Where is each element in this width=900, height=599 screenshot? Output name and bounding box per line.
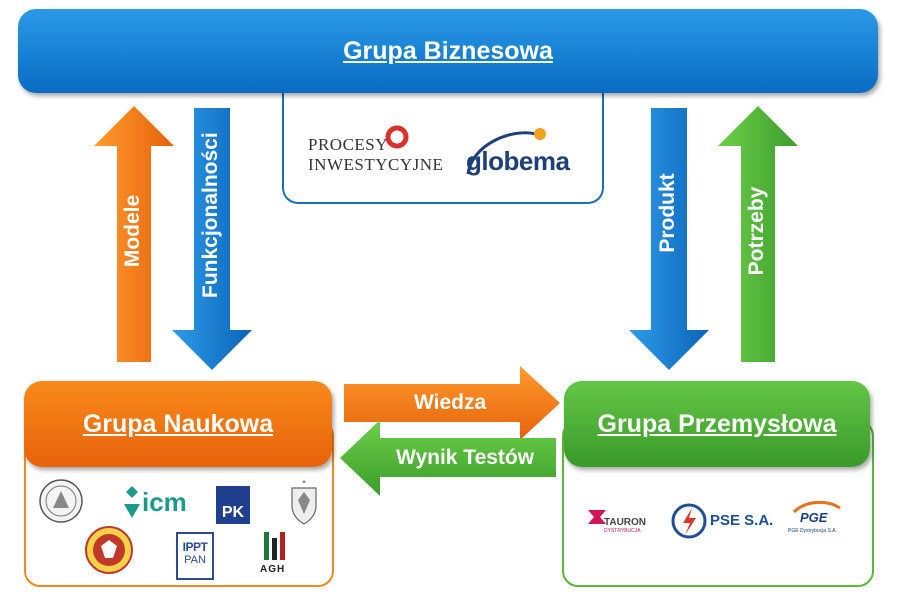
pge-logo: PGE (800, 510, 828, 525)
industry-group-header: Grupa Przemysłowa (564, 381, 870, 467)
military-emblem-icon (85, 526, 133, 574)
university-seal-icon (39, 479, 83, 523)
pk-logo: PK (216, 486, 250, 524)
functionalities-arrow (172, 108, 252, 370)
pge-sub-text: PGE Dystrybucja S.A. (788, 528, 837, 534)
test-results-arrow (340, 420, 556, 496)
test-results-label: Wynik Testów (396, 446, 535, 469)
pse-emblem-icon (671, 503, 707, 539)
ippt-pan-logo: IPPT PAN (176, 532, 214, 580)
pk-logo-text: PK (221, 504, 245, 521)
knowledge-label: Wiedza (414, 391, 487, 414)
procesy-line1: PROCESY (308, 135, 389, 154)
globema-swoosh-icon (466, 128, 546, 175)
agh-logo: AGH (260, 564, 286, 575)
procesy-inwestycyjne-logo: PROCESY INWESTYCYJNE (308, 135, 443, 175)
pge-swoosh-icon (792, 501, 841, 514)
models-arrow (94, 106, 174, 362)
pse-logo: PSE S.A. (710, 512, 774, 529)
icm-logo: icm (142, 487, 187, 517)
needs-arrow (718, 106, 798, 362)
globema-logo: globema (466, 146, 570, 176)
tauron-mark-icon (588, 510, 606, 524)
business-group-header: Grupa Biznesowa (18, 9, 878, 93)
agh-mark-icon (264, 532, 285, 560)
procesy-line2: INWESTYCYJNE (308, 155, 444, 174)
university-crest-icon: ✦ (291, 479, 317, 525)
tauron-sub-text: DYSTRYBUCJA (604, 528, 641, 534)
tauron-logo: TAURON (604, 517, 647, 528)
functionalities-label: Funkcjonalności (199, 132, 222, 298)
icm-mark-icon (124, 486, 140, 518)
procesy-ring-icon (385, 125, 409, 149)
science-group-title: Grupa Naukowa (82, 409, 274, 438)
needs-label: Potrzeby (745, 186, 768, 276)
svg-text:✦: ✦ (301, 479, 306, 486)
ippt-text: IPPT (182, 540, 208, 554)
science-group-header: Grupa Naukowa (24, 381, 332, 467)
product-arrow (629, 108, 709, 370)
knowledge-arrow (344, 366, 560, 440)
business-group-title: Grupa Biznesowa (343, 36, 553, 65)
product-label: Produkt (656, 173, 679, 253)
industry-group-title: Grupa Przemysłowa (597, 409, 837, 438)
models-label: Modele (121, 194, 144, 268)
pan-text: PAN (184, 554, 206, 566)
